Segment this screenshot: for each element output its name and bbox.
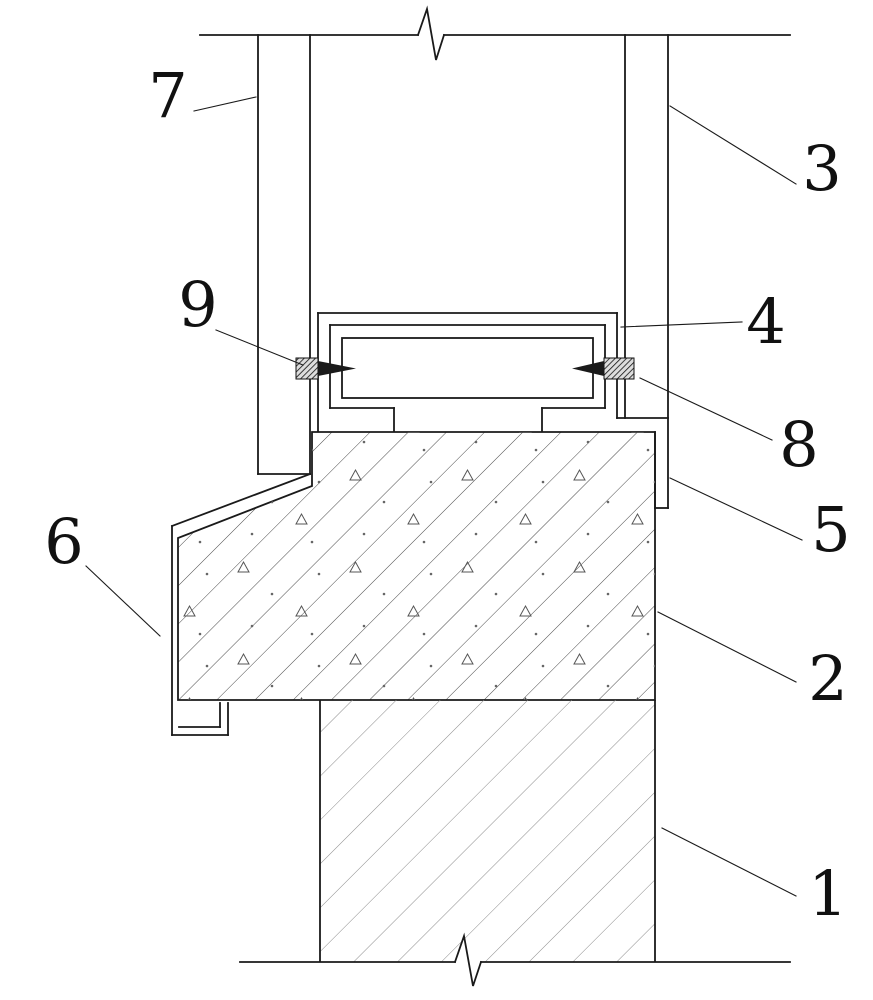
lower-wall bbox=[319, 700, 656, 962]
callout-6: 6 bbox=[44, 505, 83, 578]
screw-right bbox=[572, 357, 635, 380]
concrete-aggregate-symbols bbox=[178, 432, 655, 700]
leader-line-7 bbox=[193, 96, 257, 112]
left-mullion bbox=[257, 34, 311, 475]
channel-hollow bbox=[341, 337, 594, 399]
callout-7: 7 bbox=[148, 59, 187, 132]
callout-2: 2 bbox=[808, 642, 847, 715]
steel-channel bbox=[317, 312, 618, 432]
break-symbol-bottom bbox=[453, 932, 483, 987]
callout-9: 9 bbox=[178, 268, 217, 341]
callout-4: 4 bbox=[746, 285, 785, 358]
bottom-boundary-line bbox=[239, 932, 791, 987]
break-symbol-top bbox=[416, 5, 446, 61]
leader-line-9 bbox=[215, 329, 304, 366]
callout-5: 5 bbox=[811, 493, 850, 566]
flashing bbox=[170, 472, 312, 736]
leader-line-2 bbox=[657, 611, 797, 683]
callout-3: 3 bbox=[802, 132, 841, 205]
callout-1: 1 bbox=[808, 857, 847, 930]
leader-line-3 bbox=[669, 105, 797, 185]
top-boundary-line bbox=[199, 5, 791, 61]
screw-left bbox=[295, 357, 356, 380]
leader-line-4 bbox=[620, 321, 743, 328]
leader-line-8 bbox=[639, 377, 773, 441]
leader-line-6 bbox=[85, 565, 161, 637]
concrete-sill bbox=[177, 431, 656, 701]
leader-line-5 bbox=[669, 477, 803, 541]
callout-8: 8 bbox=[779, 408, 818, 481]
leader-line-1 bbox=[661, 827, 797, 897]
right-mullion bbox=[616, 34, 669, 509]
